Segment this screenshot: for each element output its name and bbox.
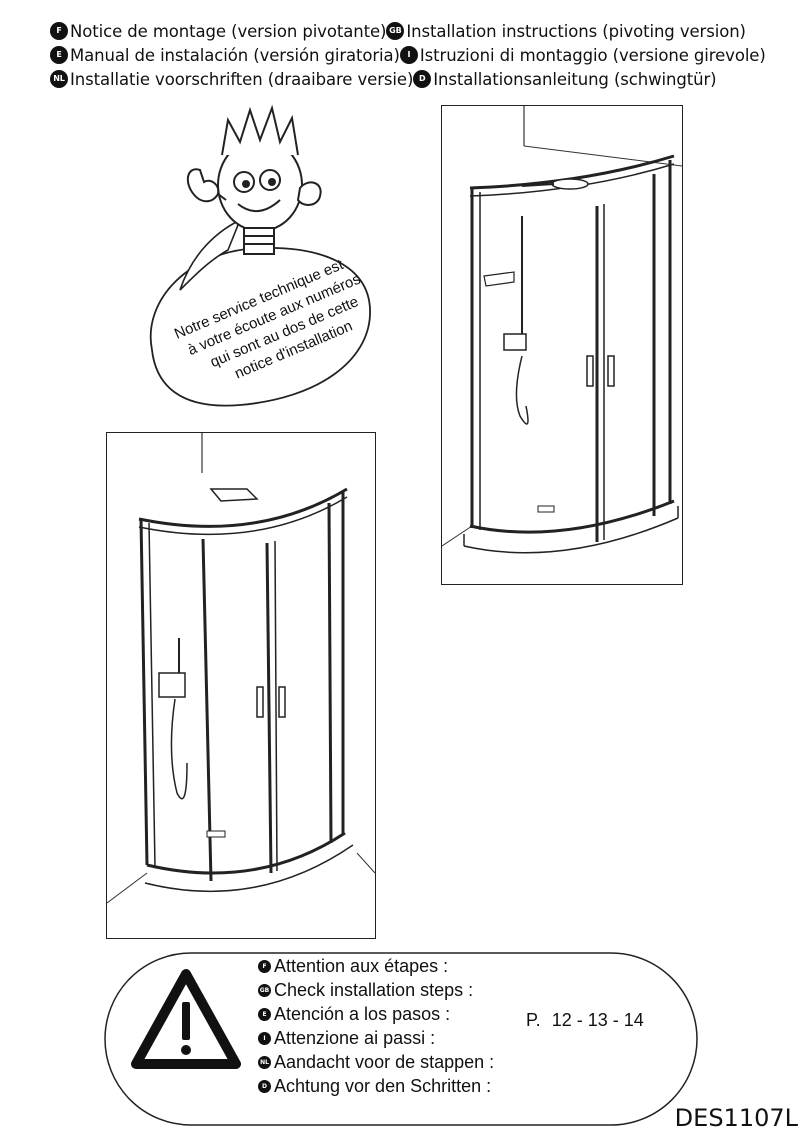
- language-badge-icon: NL: [50, 70, 68, 88]
- language-badge-icon: I: [399, 46, 418, 64]
- header-text: Manual de instalación (versión giratoria…: [70, 45, 400, 65]
- page-references: P. 12 - 13 - 14: [526, 1010, 650, 1031]
- header-text: Installationsanleitung (schwingtür): [433, 69, 717, 89]
- warning-step-text: Check installation steps :: [274, 979, 474, 1000]
- document-reference: DES1107L: [674, 1104, 798, 1132]
- language-badge-icon: E: [258, 1007, 271, 1021]
- warning-step: NL Aandacht voor de stappen :: [258, 1050, 494, 1074]
- mascot-illustration: Notre service technique est à votre écou…: [149, 104, 371, 407]
- pages-list: 12 - 13 - 14: [551, 1010, 644, 1030]
- warning-step: GB Check installation steps :: [258, 978, 494, 1002]
- language-badge-icon: D: [413, 70, 432, 88]
- warning-step: E Atención a los pasos :: [258, 1002, 494, 1026]
- header-line-3: NL Installatie voorschriften (draaibare …: [50, 67, 717, 91]
- warning-step-text: Atención a los pasos :: [274, 1003, 451, 1024]
- crown: [221, 104, 299, 156]
- language-badge-icon: D: [258, 1079, 271, 1093]
- shower-enclosure-drawing: [441, 106, 683, 554]
- header-line-1: F Notice de montage (version pivotante) …: [50, 19, 746, 43]
- header-line-2: E Manual de instalación (versión girator…: [50, 43, 766, 67]
- language-badge-icon: F: [50, 22, 68, 40]
- warning-triangle-icon: [131, 969, 241, 1069]
- language-badge-icon: I: [258, 1031, 271, 1045]
- header-text: Installation instructions (pivoting vers…: [406, 21, 746, 41]
- pages-prefix: P.: [526, 1010, 541, 1030]
- warning-step: F Attention aux étapes :: [258, 954, 494, 978]
- warning-panel: [104, 952, 698, 1126]
- language-badge-icon: GB: [258, 983, 271, 997]
- language-badge-icon: E: [50, 46, 68, 64]
- warning-step-text: Achtung vor den Schritten :: [274, 1075, 492, 1096]
- warning-step-text: Aandacht voor de stappen :: [274, 1051, 495, 1072]
- warning-step-text: Attention aux étapes :: [274, 955, 449, 976]
- language-badge-icon: GB: [386, 22, 405, 40]
- warning-step-text: Attenzione ai passi :: [274, 1027, 436, 1048]
- shower-illustration-top: [441, 105, 683, 585]
- warning-step: I Attenzione ai passi :: [258, 1026, 494, 1050]
- thumbs-up-hand: [186, 168, 220, 203]
- header-text: Installatie voorschriften (draaibare ver…: [70, 69, 414, 89]
- language-badge-icon: F: [258, 959, 271, 973]
- language-badge-icon: NL: [258, 1055, 271, 1069]
- warning-step: D Achtung vor den Schritten :: [258, 1074, 494, 1098]
- shower-illustration-bottom: [106, 432, 376, 939]
- shower-enclosure-drawing: [106, 433, 376, 904]
- header-text: Istruzioni di montaggio (versione girevo…: [419, 45, 766, 65]
- header-text: Notice de montage (version pivotante): [70, 21, 387, 41]
- warning-steps-list: F Attention aux étapes : GB Check instal…: [258, 954, 494, 1098]
